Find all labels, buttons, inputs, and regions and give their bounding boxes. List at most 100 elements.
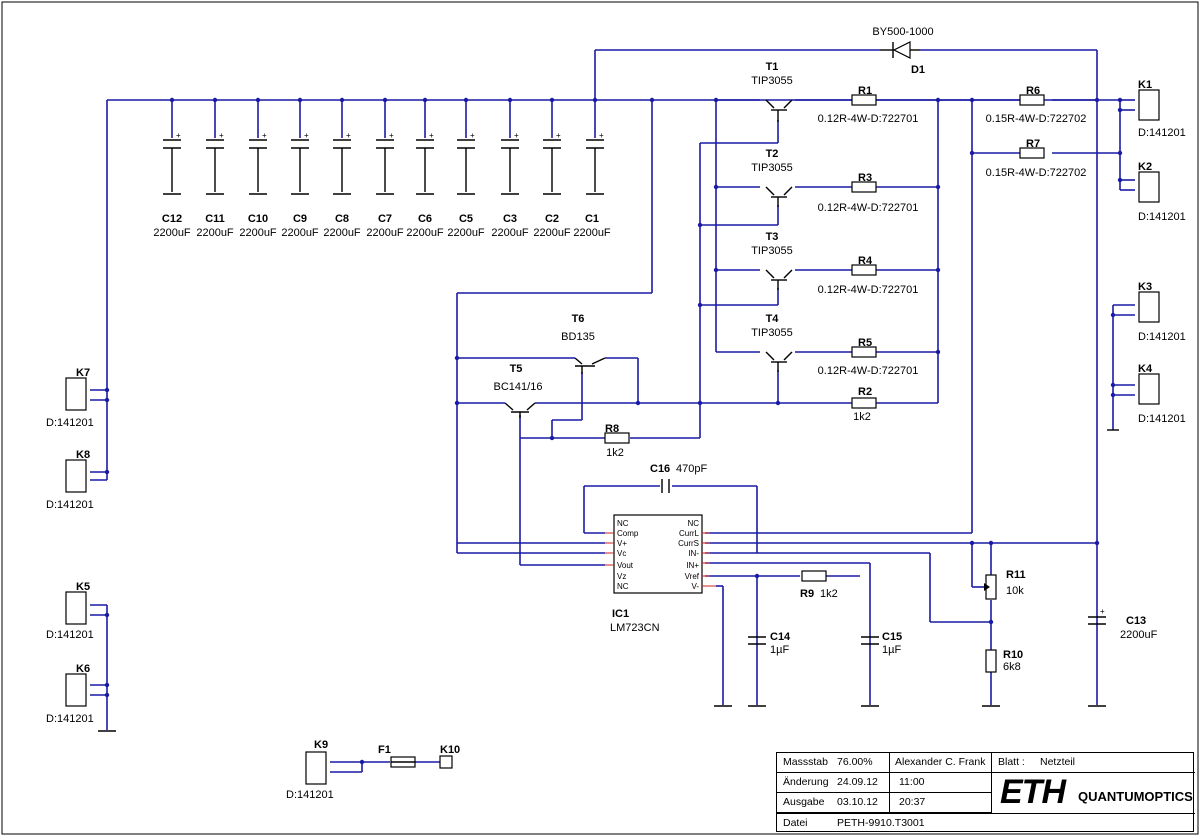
tb-ausgabe-date: 03.10.12: [837, 796, 878, 808]
label-c11-value: 2200uF: [196, 227, 234, 239]
svg-text:R4: R4: [858, 255, 873, 267]
label-c3-value: 2200uF: [491, 227, 529, 239]
label-c1-value: 2200uF: [573, 227, 611, 239]
svg-text:Vz: Vz: [617, 572, 626, 581]
svg-text:NC: NC: [617, 519, 629, 528]
svg-text:+: +: [470, 131, 475, 140]
eth-logo: ETH: [1000, 773, 1066, 811]
label-c6-value: 2200uF: [406, 227, 444, 239]
resistor-r4: R4 0.12R-4W-D:722701: [818, 255, 919, 296]
label-t6-ref: T6: [572, 313, 585, 325]
capacitor-c14: C14 1µF: [748, 631, 791, 707]
title-block: Massstab 76.00% Alexander C. Frank Änder…: [776, 752, 1195, 832]
svg-text:K10: K10: [440, 744, 460, 756]
label-c3-ref: C3: [503, 213, 517, 225]
label-c5-value: 2200uF: [447, 227, 485, 239]
capacitor-c3: +: [501, 131, 519, 195]
svg-text:+: +: [556, 131, 561, 140]
tb-right-panel: Blatt : Netzteil ETH QUANTUMOPTICS: [991, 753, 1195, 813]
svg-text:1k2: 1k2: [820, 588, 838, 600]
label-c9-ref: C9: [293, 213, 307, 225]
capacitor-c7: +: [376, 131, 394, 195]
svg-text:+: +: [514, 131, 519, 140]
capacitor-c5: +: [457, 131, 475, 195]
junction-dots: [104, 97, 1123, 765]
svg-text:V+: V+: [617, 539, 627, 548]
svg-text:F1: F1: [378, 744, 391, 756]
label-t4-ref: T4: [766, 313, 780, 325]
label-c10-value: 2200uF: [239, 227, 277, 239]
svg-text:K3: K3: [1138, 281, 1152, 293]
svg-text:1µF: 1µF: [770, 644, 789, 656]
label-c10-ref: C10: [248, 213, 268, 225]
svg-text:R9: R9: [800, 588, 814, 600]
label-ic1-ref: IC1: [612, 608, 629, 620]
tb-aenderung-date: 24.09.12: [837, 776, 878, 788]
svg-text:D:141201: D:141201: [46, 629, 94, 641]
svg-text:C15: C15: [882, 631, 902, 643]
tb-blatt-value: Netzteil: [1040, 756, 1076, 768]
svg-text:D:141201: D:141201: [286, 789, 334, 801]
tb-ausgabe-time: 20:37: [899, 796, 926, 808]
label-t1-value: TIP3055: [751, 75, 793, 87]
svg-text:0.12R-4W-D:722701: 0.12R-4W-D:722701: [818, 202, 919, 214]
svg-text:Comp: Comp: [617, 529, 639, 538]
cap-bank-wires: [171, 100, 596, 138]
svg-text:K9: K9: [314, 739, 328, 751]
tb-datei-label: Datei: [783, 817, 808, 829]
capacitor-c10: +: [249, 131, 267, 195]
terminal-k10: K10: [439, 744, 460, 769]
label-c2-ref: C2: [545, 213, 559, 225]
capacitor-c12: +: [163, 131, 181, 195]
capacitor-c2: +: [543, 131, 561, 195]
svg-text:0.12R-4W-D:722701: 0.12R-4W-D:722701: [818, 113, 919, 125]
transistor-t2: T2 TIP3055: [751, 148, 793, 207]
svg-text:C14: C14: [770, 631, 791, 643]
connector-k7: K7 D:141201: [46, 367, 94, 429]
svg-text:NC: NC: [687, 519, 699, 528]
tb-massstab-label: Massstab: [783, 756, 828, 768]
svg-text:K1: K1: [1138, 79, 1152, 91]
connector-k8: K8 D:141201: [46, 449, 94, 511]
svg-text:K2: K2: [1138, 161, 1152, 173]
capacitor-c9: +: [291, 131, 309, 195]
label-c1-ref: C1: [585, 213, 599, 225]
svg-text:K5: K5: [76, 581, 90, 593]
svg-text:+: +: [1100, 607, 1105, 616]
svg-text:R5: R5: [858, 337, 872, 349]
svg-text:K4: K4: [1138, 363, 1153, 375]
connector-k9: K9 D:141201: [286, 739, 334, 801]
svg-text:+: +: [219, 131, 224, 140]
fuse-f1: F1: [378, 744, 416, 768]
svg-text:470pF: 470pF: [676, 463, 707, 475]
label-c2-value: 2200uF: [533, 227, 571, 239]
tb-row-ausgabe: Ausgabe 03.10.12 20:37: [777, 793, 991, 813]
svg-text:0.15R-4W-D:722702: 0.15R-4W-D:722702: [986, 113, 1087, 125]
transistor-t6: T6 BD135: [561, 313, 606, 374]
tb-ausgabe-label: Ausgabe: [783, 796, 825, 808]
capacitor-c6: +: [416, 131, 434, 195]
connectors: K1 D:141201 K2 D:141201 K3 D:141201 K4 D…: [46, 79, 1186, 801]
svg-text:R8: R8: [605, 423, 619, 435]
resistors: R1 0.12R-4W-D:722701 R3 0.12R-4W-D:72270…: [604, 85, 1087, 673]
label-t6-value: BD135: [561, 331, 595, 343]
resistor-r2: R2 1k2: [851, 386, 877, 423]
svg-text:D:141201: D:141201: [46, 499, 94, 511]
resistor-r8: R8 1k2: [604, 423, 630, 459]
svg-text:K7: K7: [76, 367, 90, 379]
svg-text:K6: K6: [76, 663, 90, 675]
svg-text:IN-: IN-: [688, 549, 699, 558]
resistor-r6: R6 0.15R-4W-D:722702: [986, 85, 1087, 125]
label-d1-value: BY500-1000: [872, 26, 933, 38]
resistor-r9: R9 1k2: [800, 570, 838, 600]
connector-k3: K3 D:141201: [1138, 281, 1186, 343]
svg-text:IN+: IN+: [686, 561, 699, 570]
label-ic1-value: LM723CN: [610, 622, 660, 634]
svg-text:NC: NC: [617, 582, 629, 591]
svg-text:K8: K8: [76, 449, 90, 461]
label-t2-ref: T2: [766, 148, 779, 160]
label-c7-value: 2200uF: [366, 227, 404, 239]
tb-datei-value: PETH-9910.T3001: [837, 817, 925, 829]
capacitor-c16: C16 470pF: [650, 463, 707, 493]
label-c9-value: 2200uF: [281, 227, 319, 239]
